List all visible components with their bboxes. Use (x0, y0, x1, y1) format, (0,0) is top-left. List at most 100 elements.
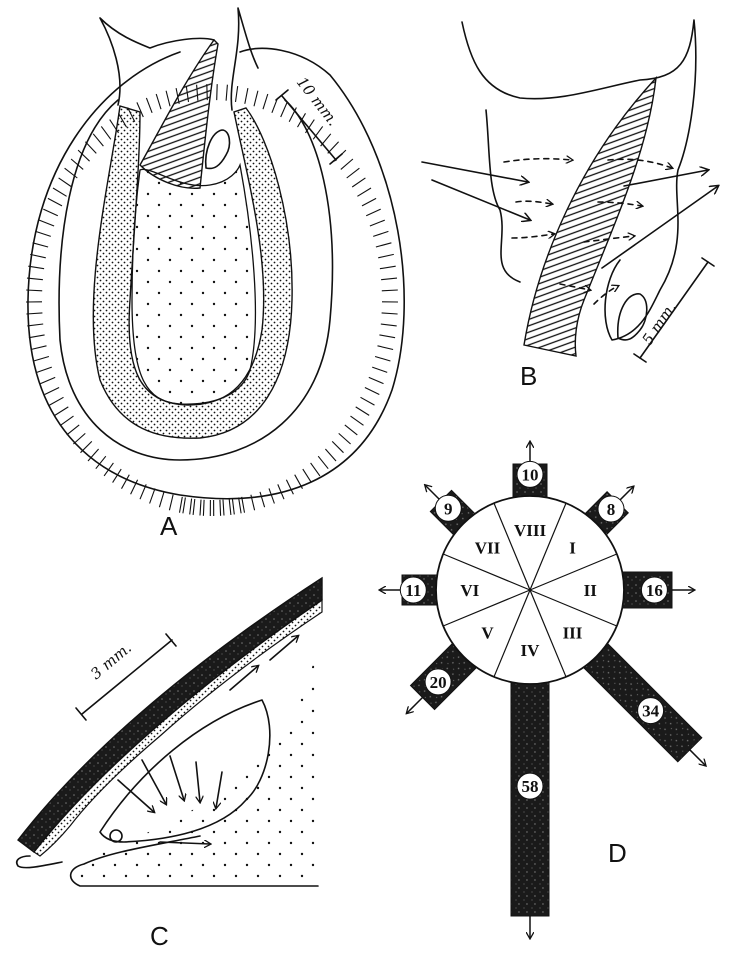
flow-arrow (624, 170, 708, 186)
sector-label: I (569, 539, 576, 558)
panel-b: 5 mm. B (422, 20, 718, 391)
panel-a: 10 mm. A (26, 8, 404, 541)
hatch-line (33, 243, 49, 247)
radial-arm (511, 674, 549, 938)
hatch-line (67, 425, 80, 435)
small-organ (110, 830, 122, 842)
sector-label: II (584, 581, 598, 600)
siphon-tip (17, 856, 62, 868)
siphon-tube (524, 78, 656, 356)
hatch-line (45, 388, 59, 395)
count-label: 34 (642, 702, 660, 721)
hatch-line (370, 220, 385, 226)
panel-label: B (520, 361, 537, 391)
hatch-line (269, 488, 274, 503)
hatch-line (303, 469, 312, 483)
hatch-line (236, 86, 238, 102)
sector-label: V (481, 624, 494, 643)
count-label: 10 (522, 465, 539, 484)
shell-outline (486, 110, 520, 282)
hatch-line (159, 492, 164, 507)
hatch-line (200, 500, 201, 516)
sector-label: VIII (514, 521, 547, 540)
hatch-line (183, 498, 186, 514)
hatch-line (332, 441, 343, 452)
panel-label: C (150, 921, 169, 951)
arm-arrow (425, 485, 441, 501)
hatch-line (30, 254, 46, 257)
hatch-line (50, 397, 64, 405)
hatch-line (366, 209, 381, 216)
hatch-line (48, 198, 62, 206)
hatch-line (352, 178, 365, 187)
hatch-line (43, 209, 58, 216)
hatch-line (36, 231, 51, 236)
hatch-line (81, 441, 92, 452)
hatch-line (362, 198, 376, 206)
hatch-line (318, 456, 328, 469)
right-horn (231, 8, 258, 110)
hatch-line (93, 134, 103, 146)
hatch-line (341, 159, 353, 169)
hatch-line (166, 91, 170, 107)
hatch-line (381, 324, 397, 326)
panel-label: D (608, 838, 627, 868)
hatch-line (254, 91, 258, 107)
hatch-line (382, 290, 398, 291)
panel-label: A (160, 511, 178, 541)
scale-bar-tick (634, 354, 646, 362)
hatch-line (361, 397, 375, 405)
sector-label: IV (521, 641, 541, 660)
count-label: 16 (646, 581, 663, 600)
hatch-line (73, 433, 85, 444)
hatch-line (146, 98, 152, 113)
hatch-line (150, 488, 155, 503)
hatch-line (217, 84, 218, 100)
hatch-line (365, 388, 379, 395)
arm-arrow (690, 750, 706, 766)
hatch-line (232, 499, 234, 515)
hatch-line (378, 254, 394, 257)
hatch-line (193, 499, 195, 515)
hatch-line (229, 499, 231, 515)
hatch-line (281, 102, 287, 117)
hatch-line (223, 500, 224, 516)
hatch-line (27, 324, 43, 326)
arm-arrow (407, 697, 423, 713)
hatch-line (372, 367, 387, 372)
count-label: 58 (522, 777, 539, 796)
count-label: 11 (405, 581, 421, 600)
hatch-line (55, 407, 69, 416)
flow-arrow (422, 162, 528, 182)
hatch-line (382, 313, 398, 314)
panel-d: 10816345820119 IIIIIIIVVVIVIIVIII D (380, 442, 717, 938)
hatch-line (101, 126, 111, 139)
hatch-line (351, 416, 364, 425)
hatch-line (34, 357, 49, 362)
hatch-line (373, 231, 388, 236)
panel-c: 3 mm. C (17, 578, 322, 951)
sector-label: III (563, 624, 583, 643)
hatch-line (245, 88, 248, 104)
hatch-line (378, 346, 394, 350)
hatch-line (286, 480, 293, 494)
hatch-line (203, 500, 204, 516)
scale-bar-tick (76, 708, 86, 720)
scale-bar-tick (276, 90, 288, 100)
hatch-line (260, 492, 265, 507)
count-label: 20 (430, 673, 447, 692)
hatch-line (325, 449, 336, 461)
hatch-line (37, 367, 52, 372)
hatch-line (311, 463, 320, 476)
hatch-line (381, 278, 397, 280)
hatch-line (156, 94, 161, 109)
count-label: 8 (607, 500, 616, 519)
flow-arrow (432, 180, 530, 220)
hatch-line (190, 499, 192, 515)
hatch-line (345, 425, 358, 435)
hatch-line (376, 243, 392, 247)
hatch-line (242, 497, 245, 513)
small-organ (206, 130, 230, 168)
hatch-line (356, 407, 370, 416)
